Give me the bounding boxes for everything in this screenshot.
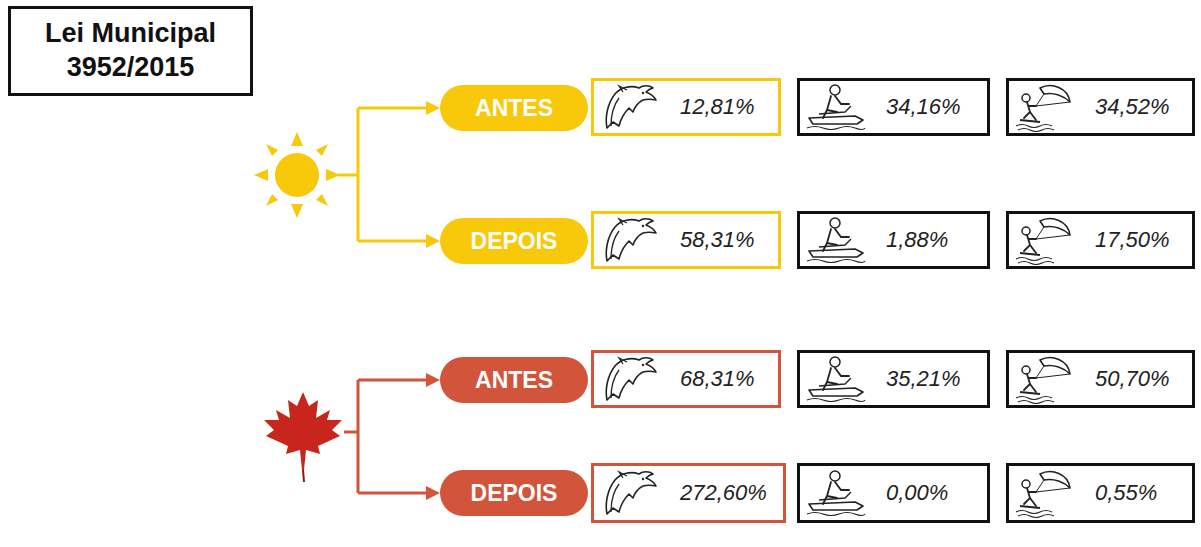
percentage-value: 17,50%: [1095, 227, 1170, 253]
percentage-value: 272,60%: [680, 480, 767, 506]
jetski-icon: [807, 357, 865, 402]
arrowhead: [426, 373, 440, 387]
kite-icon: [1016, 219, 1070, 265]
dolphin-icon: [606, 86, 656, 128]
period-label: DEPOIS: [471, 228, 558, 255]
percentage-value: 58,31%: [680, 227, 755, 253]
maple-leaf-icon: [264, 392, 342, 482]
sun-icon: [254, 132, 340, 218]
period-label: DEPOIS: [471, 480, 558, 507]
period-pill: ANTES: [440, 85, 588, 131]
period-pill: DEPOIS: [440, 470, 588, 516]
jetski-box: 34,16%: [797, 78, 990, 136]
percentage-value: 34,52%: [1095, 94, 1170, 120]
percentage-value: 34,16%: [886, 94, 961, 120]
title-box: Lei Municipal 3952/2015: [8, 6, 253, 96]
jetski-box: 35,21%: [797, 350, 990, 408]
jetski-box: 0,00%: [797, 463, 990, 523]
arrowhead: [426, 234, 440, 248]
percentage-value: 35,21%: [886, 366, 961, 392]
dolphin-box: 272,60%: [591, 463, 786, 523]
kite-box: 0,55%: [1006, 463, 1195, 523]
period-pill: ANTES: [440, 357, 588, 403]
dolphin-icon: [606, 472, 656, 514]
kite-icon: [1016, 472, 1070, 518]
percentage-value: 0,00%: [886, 480, 948, 506]
kite-icon: [1016, 358, 1070, 404]
jetski-icon: [807, 218, 865, 263]
dolphin-box: 68,31%: [591, 350, 781, 408]
percentage-value: 12,81%: [680, 94, 755, 120]
dolphin-box: 12,81%: [591, 78, 781, 136]
season-bracket: [338, 108, 428, 241]
percentage-value: 68,31%: [680, 366, 755, 392]
dolphin-icon: [606, 219, 656, 261]
percentage-value: 50,70%: [1095, 366, 1170, 392]
title-text: Lei Municipal 3952/2015: [21, 17, 240, 85]
jetski-icon: [807, 85, 865, 130]
percentage-value: 0,55%: [1095, 480, 1157, 506]
percentage-value: 1,88%: [886, 227, 948, 253]
season-bracket: [344, 380, 428, 493]
jetski-box: 1,88%: [797, 211, 990, 269]
period-label: ANTES: [475, 95, 553, 122]
period-pill: DEPOIS: [440, 218, 588, 264]
kite-box: 50,70%: [1006, 350, 1195, 408]
kite-box: 17,50%: [1006, 211, 1195, 269]
arrowhead: [426, 486, 440, 500]
kite-box: 34,52%: [1006, 78, 1195, 136]
jetski-icon: [807, 471, 865, 516]
period-label: ANTES: [475, 367, 553, 394]
dolphin-box: 58,31%: [591, 211, 781, 269]
kite-icon: [1016, 86, 1070, 132]
dolphin-icon: [606, 358, 656, 400]
arrowhead: [426, 101, 440, 115]
